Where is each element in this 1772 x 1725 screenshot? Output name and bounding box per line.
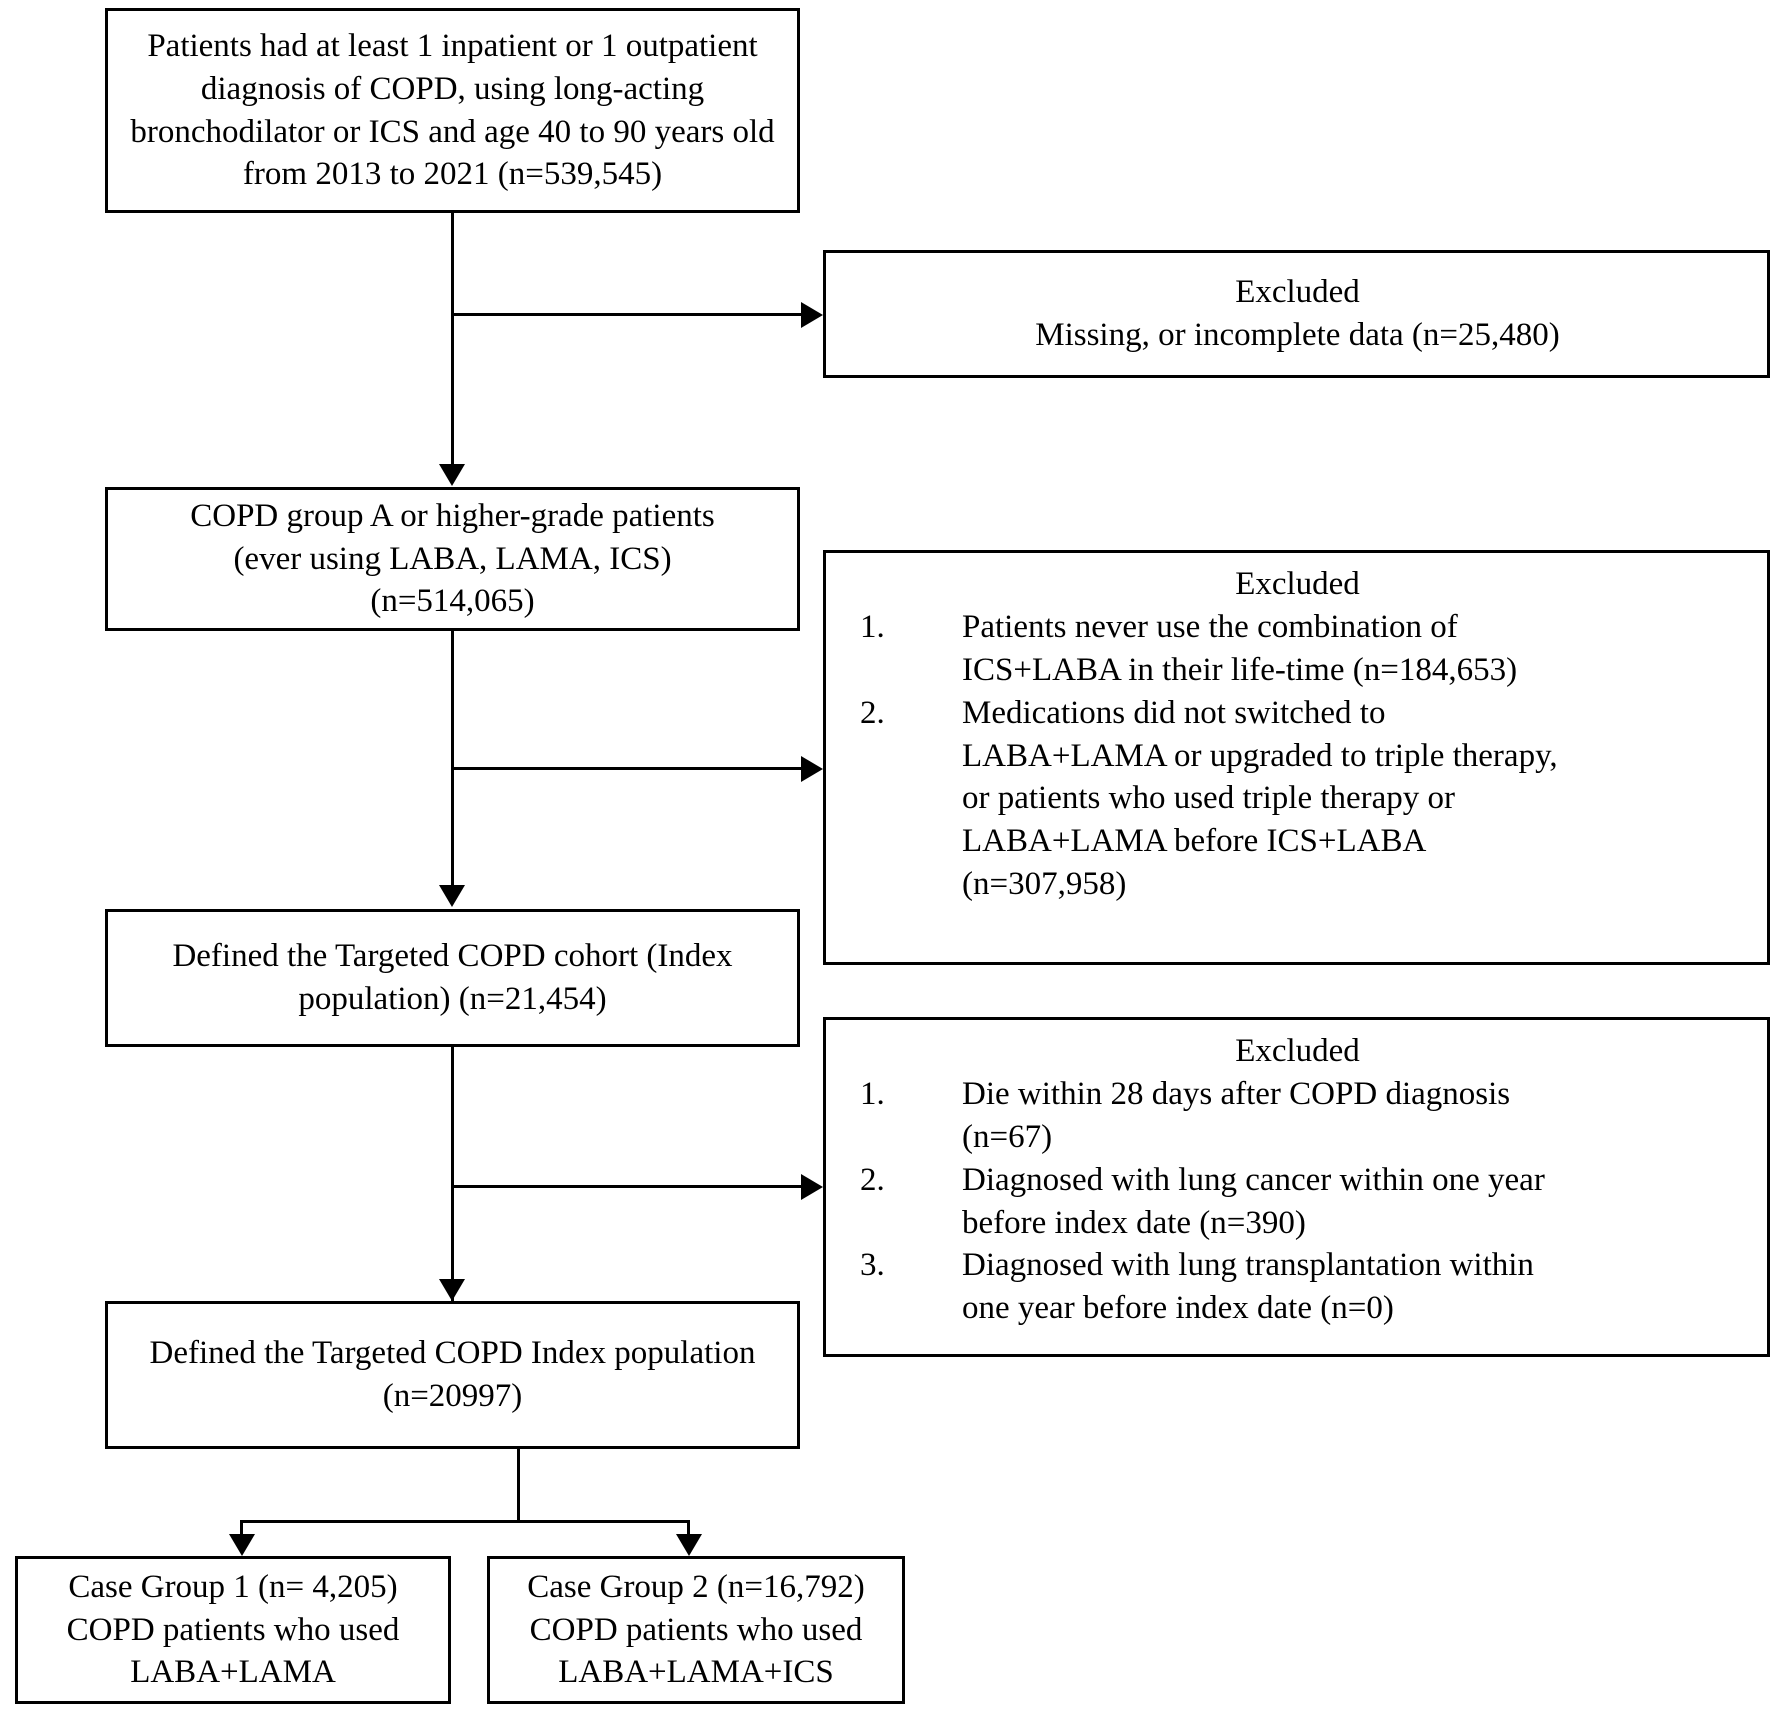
excluded-box-3-item-1-text: Die within 28 days after COPD diagnosis … [962,1073,1751,1159]
connector-branch-excluded-2 [451,767,803,770]
case-group-1-line-1: Case Group 1 (n= 4,205) [68,1568,398,1605]
excluded-box-3-item-3-line-2: one year before index date (n=0) [962,1290,1394,1327]
excluded-box-3-item-1-line-1: Die within 28 days after COPD diagnosis [962,1075,1511,1112]
arrowhead-index [439,1279,465,1301]
flow-box-group-a-line-1: COPD group A or higher-grade patients [190,497,715,534]
arrowhead-group-a [439,464,465,486]
flow-box-case-group-1: Case Group 1 (n= 4,205) COPD patients wh… [15,1556,451,1704]
excluded-box-3-item-3-number: 3. [860,1247,885,1284]
excluded-box-3-item-2-line-1: Diagnosed with lung cancer within one ye… [962,1161,1545,1198]
excluded-box-3-item-1-number: 1. [860,1075,885,1112]
arrowhead-cohort [439,885,465,907]
excluded-box-3-item-2-number: 2. [860,1161,885,1198]
flow-box-enrollment-line-3: bronchodilator or ICS and age 40 to 90 y… [130,113,775,150]
flow-box-enrollment-line-4: from 2013 to 2021 (n=539,545) [242,156,663,193]
flow-box-index-population-line-2: (n=20997) [382,1378,523,1414]
excluded-box-2: Excluded 1. Patients never use the combi… [823,550,1770,965]
flow-box-targeted-cohort-line-2: population) (n=21,454) [298,981,607,1017]
flow-box-group-a: COPD group A or higher-grade patients (e… [105,487,800,631]
case-group-1-line-2: COPD patients who used [66,1611,400,1648]
excluded-box-2-item-2-line-3: or patients who used triple therapy or [962,780,1456,817]
list-item: 3. Diagnosed with lung transplantation w… [844,1244,1751,1330]
excluded-box-2-item-1-line-1: Patients never use the combination of [962,608,1458,645]
flow-box-targeted-cohort-line-1: Defined the Targeted COPD cohort (Index [172,938,733,975]
connector-branch-excluded-3 [451,1185,803,1188]
excluded-box-2-list: 1. Patients never use the combination of… [844,606,1751,906]
excluded-box-3-item-3-text: Diagnosed with lung transplantation with… [962,1244,1751,1330]
excluded-box-3: Excluded 1. Die within 28 days after COP… [823,1017,1770,1357]
excluded-box-2-item-1-line-2: ICS+LABA in their life-time (n=184,653) [962,651,1518,688]
case-group-2-line-3: LABA+LAMA+ICS [558,1654,834,1691]
list-item: 1. Die within 28 days after COPD diagnos… [844,1073,1751,1159]
connector-cohort-to-index [451,1047,454,1301]
flow-box-index-population: Defined the Targeted COPD Index populati… [105,1301,800,1449]
excluded-box-2-item-2-line-1: Medications did not switched to [962,694,1386,731]
flow-box-enrollment-line-2: diagnosis of COPD, using long-acting [200,70,705,107]
case-group-1-line-3: LABA+LAMA [130,1654,336,1691]
excluded-box-2-item-1-text: Patients never use the combination of IC… [962,606,1751,692]
connector-enrollment-to-group-a [451,213,454,466]
excluded-box-2-header: Excluded [1235,566,1360,602]
excluded-box-3-item-2-text: Diagnosed with lung cancer within one ye… [962,1159,1751,1245]
flow-box-case-group-2: Case Group 2 (n=16,792) COPD patients wh… [487,1556,905,1704]
excluded-box-3-item-2-line-2: before index date (n=390) [962,1204,1306,1241]
arrowhead-excluded-3 [801,1174,823,1200]
connector-index-to-fork [517,1449,520,1523]
excluded-box-2-item-2-line-2: LABA+LAMA or upgraded to triple therapy, [962,737,1558,774]
list-item: 2. Medications did not switched to LABA+… [844,692,1751,906]
flow-box-enrollment: Patients had at least 1 inpatient or 1 o… [105,8,800,213]
list-item: 1. Patients never use the combination of… [844,606,1751,692]
excluded-box-1: Excluded Missing, or incomplete data (n=… [823,250,1770,378]
arrowhead-case-group-2 [676,1534,702,1556]
flow-box-targeted-cohort: Defined the Targeted COPD cohort (Index … [105,909,800,1047]
excluded-box-2-item-1-number: 1. [860,608,885,645]
excluded-box-2-item-2-line-5: (n=307,958) [962,866,1127,903]
excluded-box-1-header: Excluded [1235,274,1360,311]
excluded-box-2-item-2-line-4: LABA+LAMA before ICS+LABA [962,823,1427,860]
arrowhead-excluded-1 [801,302,823,328]
excluded-box-3-item-1-line-2: (n=67) [962,1118,1053,1155]
excluded-box-3-list: 1. Die within 28 days after COPD diagnos… [844,1073,1751,1330]
flow-box-index-population-line-1: Defined the Targeted COPD Index populati… [149,1335,756,1372]
connector-group-a-to-cohort [451,631,454,887]
excluded-box-2-item-2-text: Medications did not switched to LABA+LAM… [962,692,1751,906]
excluded-box-1-text: Missing, or incomplete data (n=25,480) [1035,317,1560,353]
excluded-box-2-item-2-number: 2. [860,694,885,731]
flow-box-group-a-line-2: (ever using LABA, LAMA, ICS) [233,540,672,577]
flow-box-group-a-line-3: (n=514,065) [370,583,535,620]
excluded-box-3-header: Excluded [1235,1033,1360,1069]
excluded-box-3-item-3-line-1: Diagnosed with lung transplantation with… [962,1247,1534,1284]
flow-box-enrollment-line-1: Patients had at least 1 inpatient or 1 o… [147,27,758,64]
connector-branch-excluded-1 [451,313,803,316]
case-group-2-line-2: COPD patients who used [529,1611,863,1648]
connector-fork-horizontal [240,1520,690,1523]
arrowhead-excluded-2 [801,756,823,782]
list-item: 2. Diagnosed with lung cancer within one… [844,1159,1751,1245]
case-group-2-line-1: Case Group 2 (n=16,792) [527,1568,865,1605]
arrowhead-case-group-1 [229,1534,255,1556]
